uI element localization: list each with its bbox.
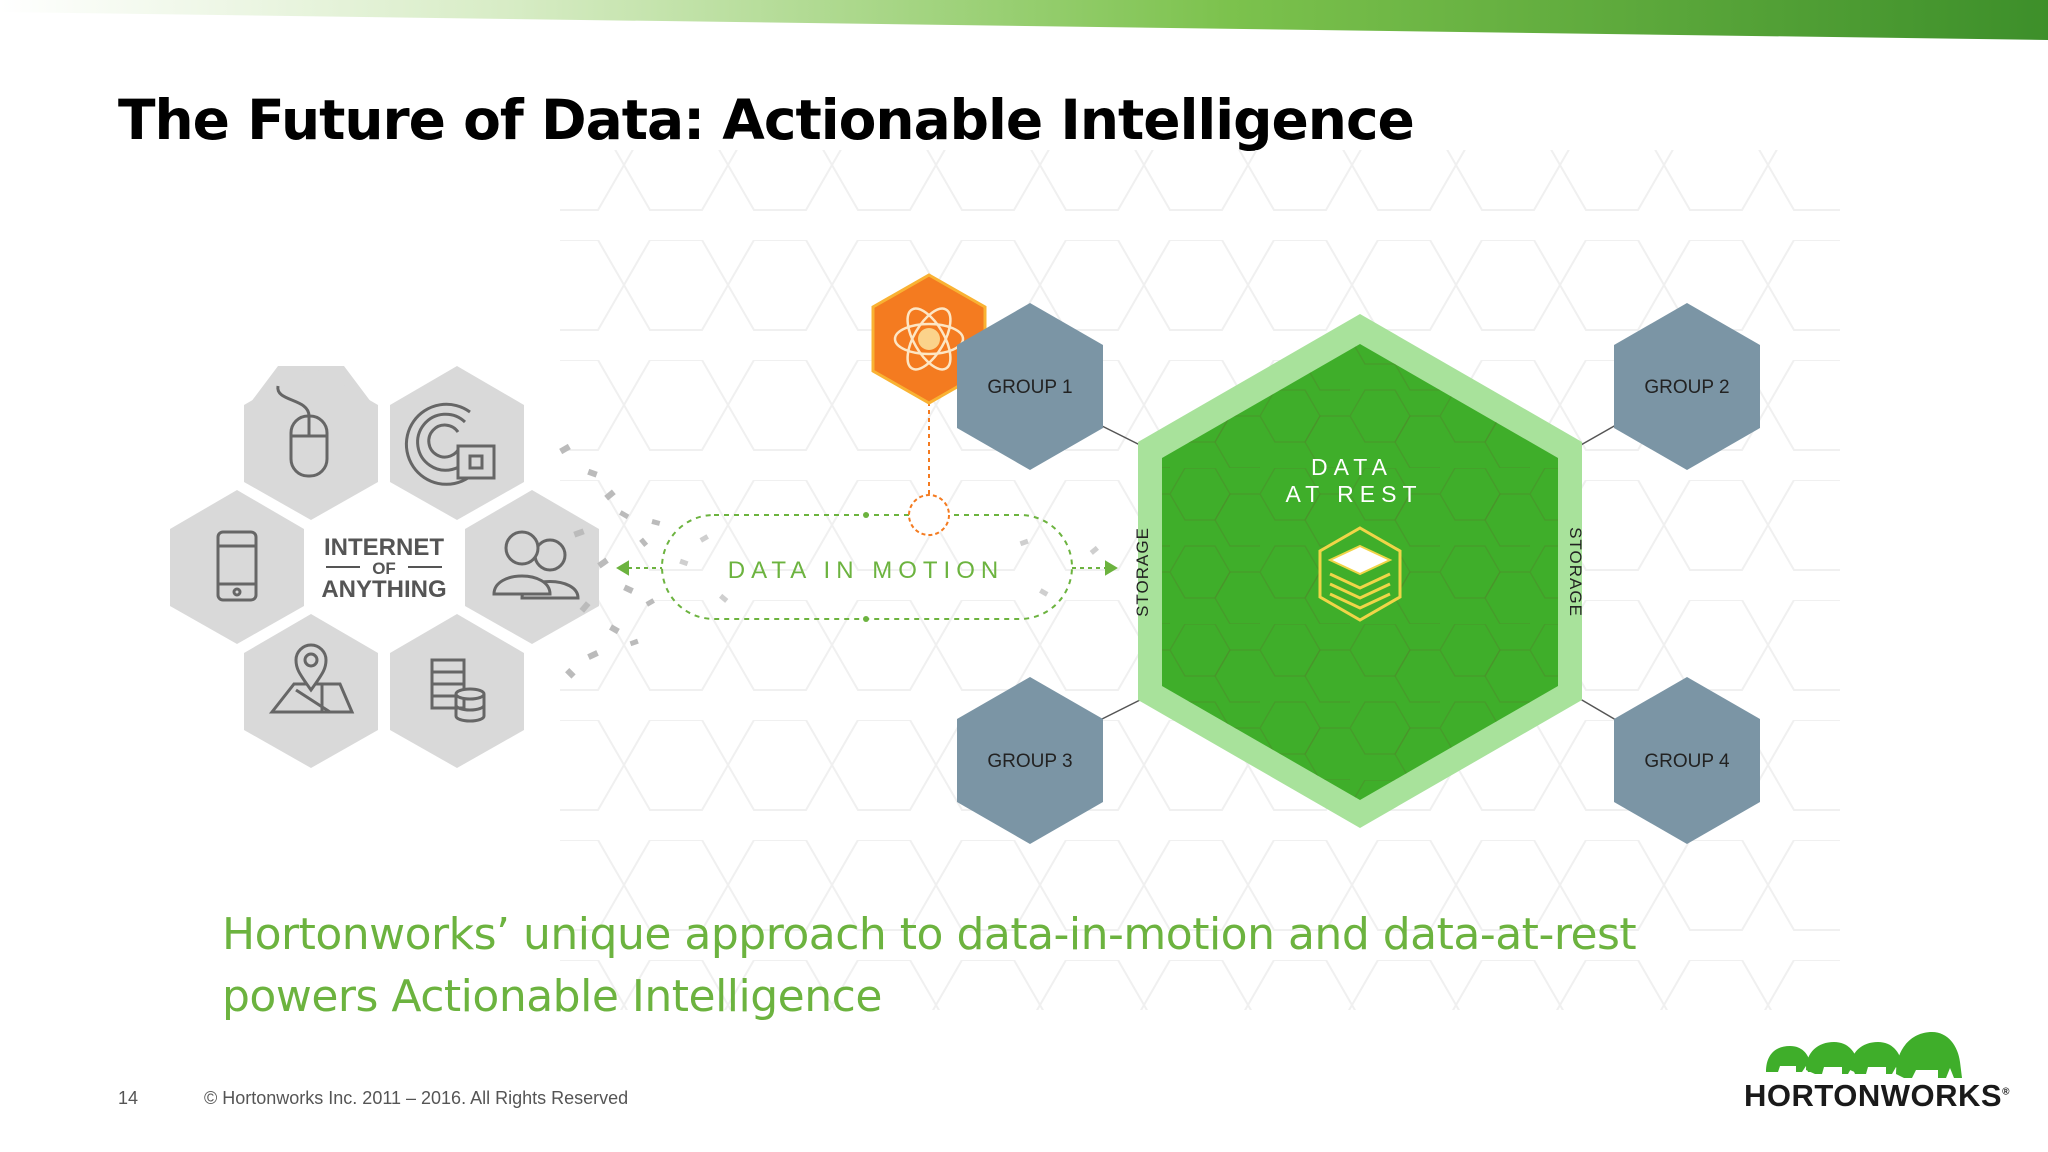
- top-accent-bar: [0, 0, 2048, 40]
- group-1: GROUP 1: [957, 303, 1141, 470]
- group-3-label: GROUP 3: [987, 751, 1072, 772]
- iot-label-anything: ANYTHING: [321, 576, 446, 603]
- group-2: GROUP 2: [1557, 303, 1760, 470]
- group-2-label: GROUP 2: [1644, 377, 1729, 398]
- iot-label-internet: INTERNET: [324, 534, 444, 561]
- page-number: 14: [118, 1088, 139, 1108]
- storage-right-label: STORAGE: [1566, 527, 1585, 617]
- group-2-hex: [1614, 303, 1760, 470]
- hex-phone-bg: [170, 490, 304, 644]
- left-arrow: [616, 560, 662, 576]
- data-at-rest: DATA AT REST STORAGE STORAGE: [1133, 314, 1585, 828]
- sensor-icon: [404, 402, 496, 486]
- group-1-label: GROUP 1: [987, 377, 1072, 398]
- data-stack-icon: [1318, 526, 1402, 622]
- people-icon: [492, 530, 580, 600]
- logo-registered-mark: ®: [2002, 1086, 2010, 1098]
- iot-label-of: OF: [372, 559, 396, 578]
- slide-title: The Future of Data: Actionable Intellige…: [118, 88, 1415, 152]
- footer-copyright: © Hortonworks Inc. 2011 – 2016. All Righ…: [204, 1088, 629, 1108]
- group-4-label: GROUP 4: [1644, 751, 1730, 772]
- elephant-herd-icon: [1766, 1032, 1962, 1078]
- data-at-rest-label-1: DATA: [1311, 454, 1393, 480]
- hex-people-bg: [465, 490, 599, 644]
- mouse-icon: [276, 385, 329, 478]
- iot-cluster: INTERNET OF ANYTHING: [170, 366, 599, 768]
- hortonworks-logo-text: HORTONWORKS®: [1744, 1078, 2010, 1114]
- storage-left-label: STORAGE: [1133, 527, 1152, 617]
- map-pin-icon: [268, 643, 355, 714]
- right-arrow: [1072, 560, 1118, 576]
- atom-intelligence-icon: [893, 307, 965, 371]
- data-particles: [559, 443, 661, 679]
- group-1-hex: [957, 303, 1103, 470]
- data-in-motion: DATA IN MOTION: [616, 512, 1118, 622]
- data-at-rest-label-2: AT REST: [1286, 481, 1423, 507]
- group-3-hex: [957, 677, 1103, 844]
- group-3: GROUP 3: [957, 677, 1141, 844]
- server-database-icon: [430, 658, 486, 723]
- group-4: GROUP 4: [1557, 677, 1760, 844]
- slide-subtitle: Hortonworks’ unique approach to data-in-…: [222, 909, 1637, 1022]
- phone-icon: [216, 530, 258, 602]
- group-4-hex: [1614, 677, 1760, 844]
- hex-sensor-bg: [390, 366, 524, 520]
- data-in-motion-label: DATA IN MOTION: [728, 557, 1004, 584]
- hex-mouse-bg: [244, 366, 378, 520]
- logo-wordmark: HORTONWORKS: [1744, 1078, 2003, 1113]
